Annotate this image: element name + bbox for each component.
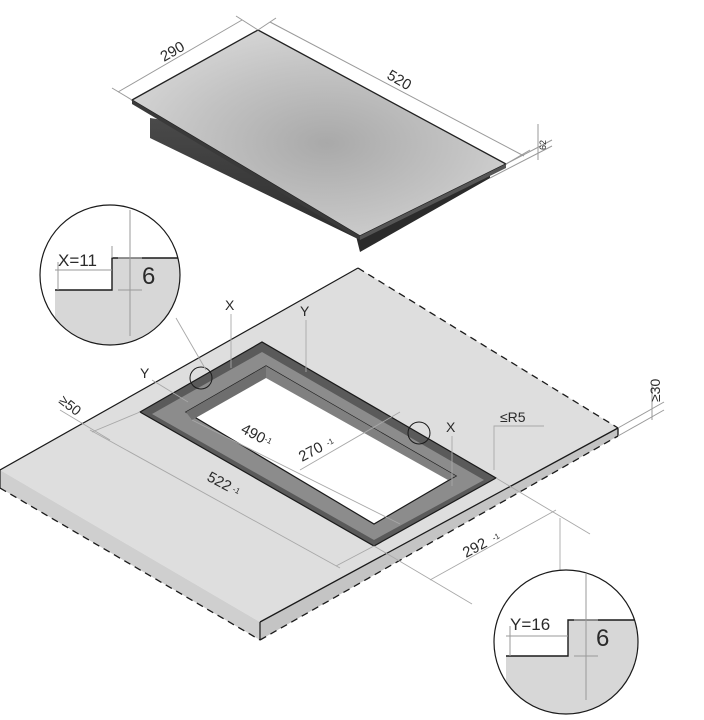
dim-min-thickness: ≥30 [617,379,665,437]
min-front-label: ≥50 [56,392,84,419]
detail-top-depth-label: X=11 [58,251,97,270]
cutout-outer-width-tol: -1 [491,531,502,543]
cutout-length-tol: -1 [263,435,274,447]
svg-text:X: X [446,419,456,435]
hob-height-label: 62 [538,140,548,150]
cutout-outer-length-tol: -1 [231,485,242,497]
marker-x-top: X [225,297,235,368]
min-thickness-label: ≥30 [647,379,663,402]
dim-cutout-outer-width: 292 -1 [373,477,591,605]
hob-glass-edge [132,100,360,240]
cutout [138,341,498,547]
detail-bottom-depth-label: Y=16 [510,615,550,634]
svg-text:Y: Y [140,365,150,381]
detail-bottom: Y=16 6 [493,569,639,715]
detail-marker-y [407,421,431,445]
cutout-outer-width-label: 292 [460,535,490,562]
marker-y-left: Y [140,365,189,403]
dim-radius: ≤R5 [493,409,544,470]
detail-top: X=11 6 [39,204,181,346]
svg-text:X: X [225,297,235,313]
dim-hob-height: 62 [489,124,553,179]
cutout-width-tol: -1 [325,436,336,448]
worktop-front-edge [0,470,260,640]
worktop-side-edge [260,428,618,640]
detail-top-height-label: 6 [142,263,155,290]
hob-glass [130,29,508,237]
hob [130,29,508,252]
hob-length-label: 520 [384,67,414,94]
svg-text:Y: Y [300,303,310,319]
hob-width-label: 290 [158,38,188,65]
marker-y-top: Y [300,303,310,372]
worktop-back-edge [357,267,619,429]
marker-x-right: X [446,419,456,486]
detail-bottom-height-label: 6 [596,625,609,652]
detail-marker-x [189,366,213,390]
radius-label: ≤R5 [500,409,526,425]
hob-glass-edge-side [360,164,506,240]
